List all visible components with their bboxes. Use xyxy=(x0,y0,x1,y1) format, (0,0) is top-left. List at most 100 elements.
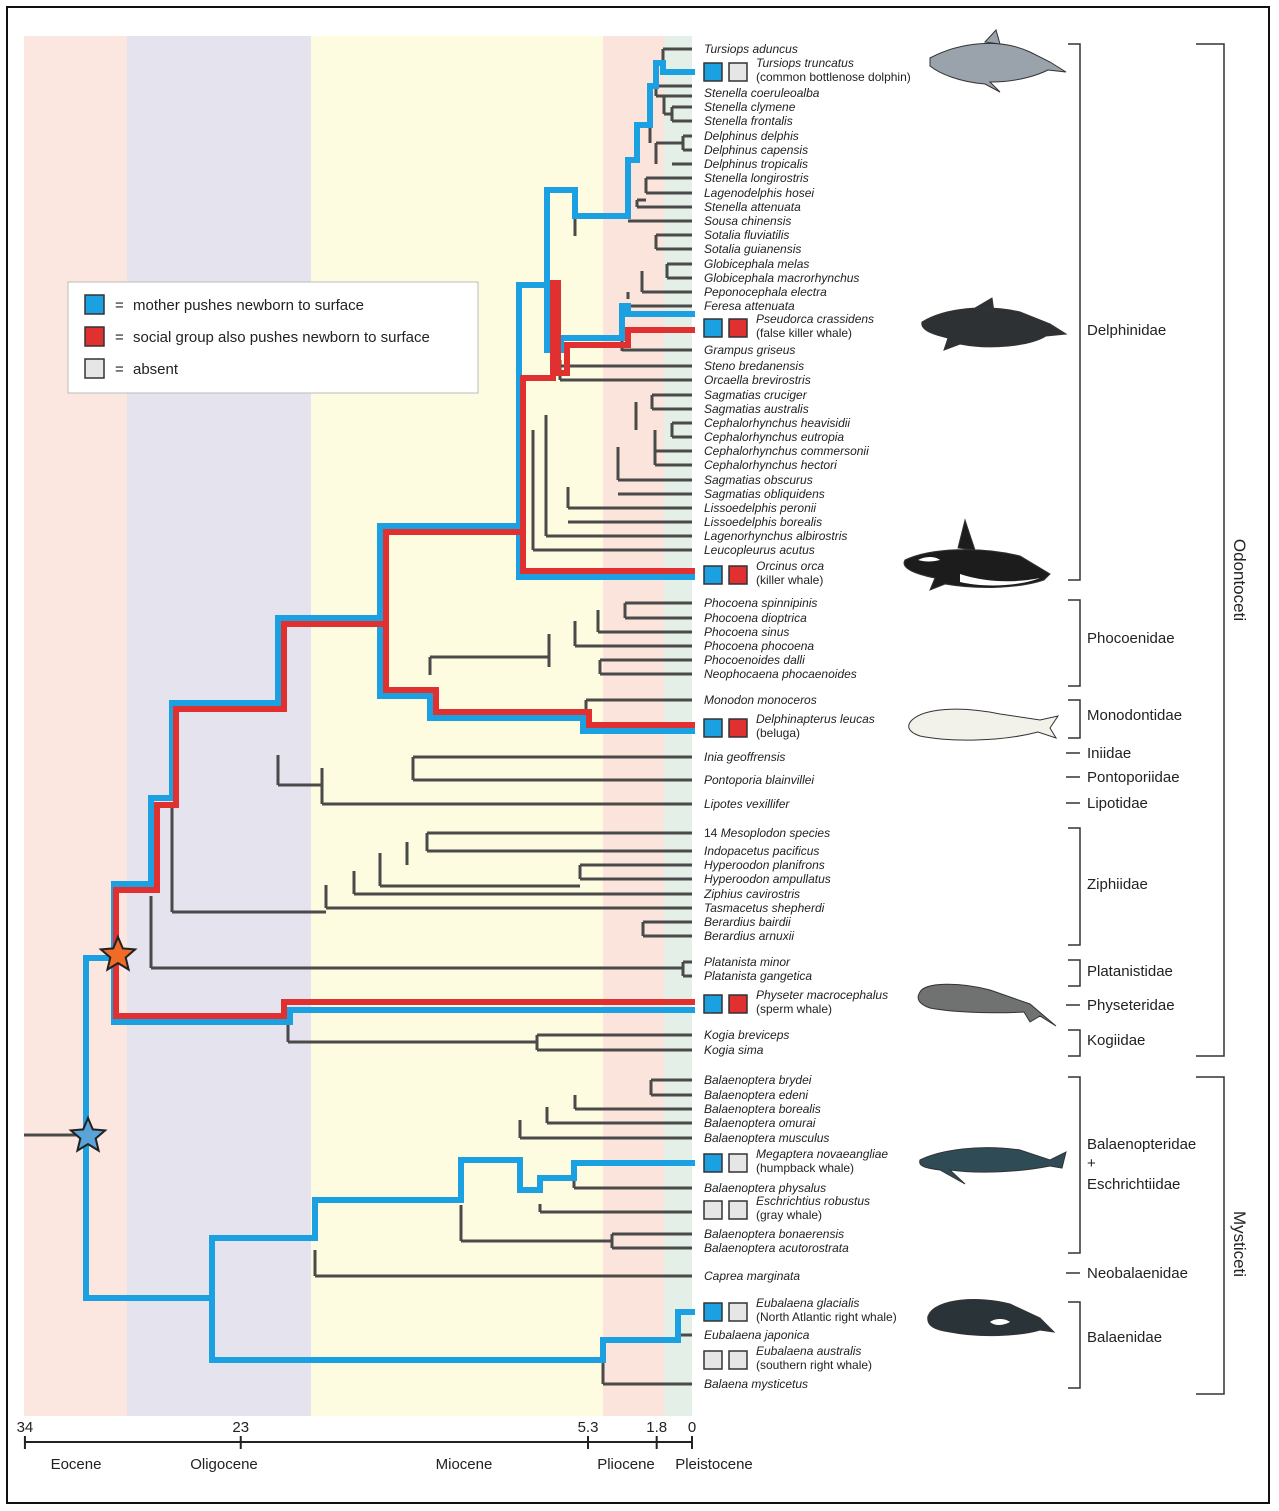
taxon-delphinus-tropicalis: Delphinus tropicalis xyxy=(704,157,808,171)
mysticeti-bracket xyxy=(1196,1077,1224,1394)
taxon-cephalorhynchus-heavisidii: Cephalorhynchus heavisidii xyxy=(704,416,850,430)
taxon-name: Neophocaena phocaenoides xyxy=(704,667,857,681)
taxon-name: Lissoedelphis peronii xyxy=(704,501,816,515)
taxon-name: Eubalaena glacialis xyxy=(756,1296,859,1310)
time-tick-label: 5.3 xyxy=(578,1419,599,1436)
common-name: (killer whale) xyxy=(756,573,823,587)
family-label: Eschrichtiidae xyxy=(1087,1176,1180,1193)
state-box-blue xyxy=(704,1154,722,1172)
epoch-band xyxy=(311,36,603,1416)
taxon-name: Platanista minor xyxy=(704,955,791,969)
common-name: (North Atlantic right whale) xyxy=(756,1310,897,1324)
taxon-name: Globicephala melas xyxy=(704,257,809,271)
time-tick-label: 1.8 xyxy=(646,1419,667,1436)
taxon-name: Lagenorhynchus albirostris xyxy=(704,529,847,543)
taxon-name: Megaptera novaeangliae xyxy=(756,1147,888,1161)
taxon-name: Pontoporia blainvillei xyxy=(704,773,814,787)
epoch-label: Oligocene xyxy=(190,1456,258,1473)
common-name: (gray whale) xyxy=(756,1208,822,1222)
taxon-platanista-gangetica: Platanista gangetica xyxy=(704,969,812,983)
family-delphinidae: Delphinidae xyxy=(1068,44,1166,580)
legend-swatch xyxy=(85,295,104,314)
state-box-blue xyxy=(704,719,722,737)
sperm-whale-illustration xyxy=(918,984,1056,1026)
family-balaenidae: Balaenidae xyxy=(1068,1302,1162,1388)
taxon-name: Physeter macrocephalus xyxy=(756,988,888,1002)
taxon-globicephala-macrorhynchus: Globicephala macrorhynchus xyxy=(704,271,859,285)
legend-label: social group also pushes newborn to surf… xyxy=(133,329,430,346)
legend-label: absent xyxy=(133,361,179,378)
taxon-name: Caprea marginata xyxy=(704,1269,800,1283)
common-name: (sperm whale) xyxy=(756,1002,832,1016)
taxon-name: Phocoenoides dalli xyxy=(704,653,805,667)
taxon-name: Hyperoodon planifrons xyxy=(704,858,825,872)
state-box-red xyxy=(729,319,747,337)
taxon-phocoena-sinus: Phocoena sinus xyxy=(704,625,789,639)
state-box-absent xyxy=(704,1351,722,1369)
state-box-blue xyxy=(704,1303,722,1321)
taxon-balaenoptera-borealis: Balaenoptera borealis xyxy=(704,1102,821,1116)
taxon-name: Kogia breviceps xyxy=(704,1028,789,1042)
taxon-sagmatias-obliquidens: Sagmatias obliquidens xyxy=(704,487,825,501)
taxon-phocoena-dioptrica: Phocoena dioptrica xyxy=(704,611,807,625)
taxon-feresa-attenuata: Feresa attenuata xyxy=(704,299,795,313)
taxon-physeter-macrocephalus: Physeter macrocephalus(sperm whale) xyxy=(704,988,888,1016)
taxon-name: Berardius bairdii xyxy=(704,915,791,929)
taxon-stenella-frontalis: Stenella frontalis xyxy=(704,114,793,128)
taxon-eubalaena-glacialis: Eubalaena glacialis(North Atlantic right… xyxy=(704,1296,897,1324)
state-box-blue xyxy=(704,63,722,81)
taxon-balaenoptera-edeni: Balaenoptera edeni xyxy=(704,1088,808,1102)
taxon-peponocephala-electra: Peponocephala electra xyxy=(704,285,827,299)
legend-equals: = xyxy=(115,329,124,346)
taxon-delphinus-delphis: Delphinus delphis xyxy=(704,129,799,143)
family-label: Kogiidae xyxy=(1087,1032,1145,1049)
family-eschrichtiidae: Eschrichtiidae xyxy=(1087,1176,1180,1193)
family-bracket xyxy=(1068,1077,1080,1253)
state-box-red xyxy=(729,719,747,737)
taxon-lagenodelphis-hosei: Lagenodelphis hosei xyxy=(704,186,814,200)
taxon-indopacetus-pacificus: Indopacetus pacificus xyxy=(704,844,819,858)
taxon-berardius-arnuxii: Berardius arnuxii xyxy=(704,929,794,943)
family-label: Phocoenidae xyxy=(1087,630,1175,647)
state-box-red xyxy=(729,995,747,1013)
odontoceti-bracket xyxy=(1196,44,1224,1056)
taxon-name: Grampus griseus xyxy=(704,343,795,357)
taxon-name: Leucopleurus acutus xyxy=(704,543,815,557)
family-label: Platanistidae xyxy=(1087,963,1173,980)
taxon-stenella-clymene: Stenella clymene xyxy=(704,100,796,114)
taxon-phocoena-phocoena: Phocoena phocoena xyxy=(704,639,814,653)
epoch-label: Pleistocene xyxy=(675,1456,753,1473)
taxon-sagmatias-cruciger: Sagmatias cruciger xyxy=(704,388,808,402)
state-box-absent xyxy=(729,63,747,81)
beluga-illustration xyxy=(909,709,1058,740)
family-label: Pontoporiidae xyxy=(1087,769,1180,786)
family-bracket xyxy=(1068,44,1080,580)
family-phocoenidae: Phocoenidae xyxy=(1068,600,1175,686)
taxon-caprea-marginata: Caprea marginata xyxy=(704,1269,800,1283)
taxon-name: Cephalorhynchus eutropia xyxy=(704,430,844,444)
taxon-name: Lipotes vexillifer xyxy=(704,797,790,811)
bottlenose-dolphin-illustration xyxy=(930,30,1066,92)
taxon-name: Balaenoptera musculus xyxy=(704,1131,829,1145)
family-pontoporiidae: Pontoporiidae xyxy=(1066,769,1180,786)
taxon-name: Pseudorca crassidens xyxy=(756,312,874,326)
humpback-whale-illustration xyxy=(920,1148,1066,1184)
taxon-balaenoptera-acutorostrata: Balaenoptera acutorostrata xyxy=(704,1241,849,1255)
taxon-eubalaena-australis: Eubalaena australis(southern right whale… xyxy=(704,1344,872,1372)
taxon-delphinapterus-leucas: Delphinapterus leucas(beluga) xyxy=(704,712,875,740)
taxon-steno-bredanensis: Steno bredanensis xyxy=(704,359,804,373)
taxon-pontoporia-blainvillei: Pontoporia blainvillei xyxy=(704,773,814,787)
time-axis: 34235.31.80EoceneOligoceneMiocenePliocen… xyxy=(17,1419,753,1473)
taxon-name: Stenella attenuata xyxy=(704,200,801,214)
state-box-blue xyxy=(704,566,722,584)
taxon-name: Balaenoptera brydei xyxy=(704,1073,812,1087)
taxon-name: Phocoena sinus xyxy=(704,625,789,639)
epoch-band xyxy=(127,36,311,1416)
taxon-sousa-chinensis: Sousa chinensis xyxy=(704,214,791,228)
family-label: Lipotidae xyxy=(1087,795,1148,812)
taxon-eubalaena-japonica: Eubalaena japonica xyxy=(704,1328,810,1342)
taxon-megaptera-novaeangliae: Megaptera novaeangliae(humpback whale) xyxy=(704,1147,888,1175)
family-ziphiidae: Ziphiidae xyxy=(1068,828,1148,945)
taxa-labels: Tursiops aduncusTursiops truncatus(commo… xyxy=(703,42,911,1391)
family-bracket xyxy=(1068,1302,1080,1388)
